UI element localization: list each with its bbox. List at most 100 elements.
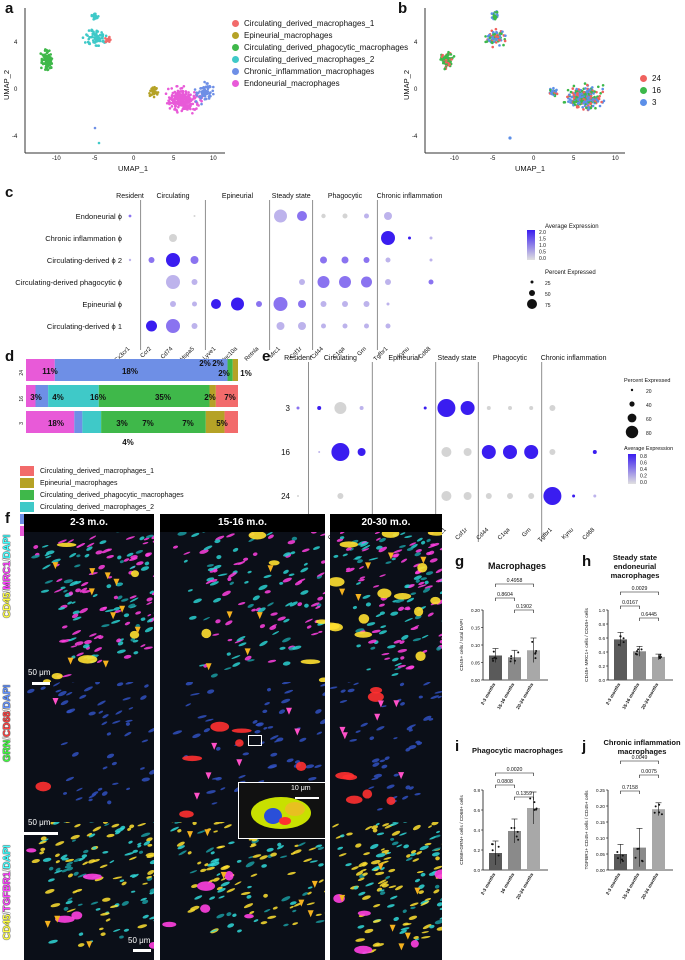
scale-bar-row2-label: 50 μm [28, 818, 51, 827]
micro-nucleus [376, 807, 383, 811]
umap-b-point [589, 94, 593, 98]
panel-label-g: g [455, 553, 465, 570]
y-tick-label: 0.20 [471, 608, 480, 613]
micro-nucleus [58, 691, 67, 697]
micro-nucleus [422, 924, 432, 930]
umap-b-point [495, 10, 499, 14]
micro-nucleus [120, 598, 129, 602]
umap-point-endoneurial [180, 104, 183, 107]
micro-nucleus [434, 884, 440, 889]
umap-b-point [582, 100, 586, 104]
micro-nucleus [409, 902, 419, 907]
micro-nucleus [246, 894, 252, 899]
micro-nucleus [321, 560, 325, 564]
micro-nucleus [106, 753, 115, 759]
micro-signal [415, 651, 426, 661]
micro-nucleus [106, 584, 112, 589]
micro-nucleus [281, 682, 292, 685]
stacked-bar-row-label: 24 [19, 370, 25, 376]
umap-a-legend-label: Chronic_inflammation_macrophages [244, 66, 375, 76]
micro-signal [377, 588, 392, 599]
micro-signal [268, 560, 280, 566]
data-point [534, 652, 537, 655]
umap-point-endoneurial [173, 104, 177, 108]
micro-nucleus [122, 697, 131, 701]
micro-nucleus [216, 873, 221, 876]
micro-nucleus [242, 752, 250, 756]
micro-nucleus [423, 715, 432, 721]
umap-point-circ2 [101, 40, 105, 43]
bar-h-title-1: Steady state [612, 553, 658, 562]
micro-nucleus [423, 682, 431, 686]
micro-nucleus [340, 834, 345, 838]
micro-nucleus [429, 558, 438, 563]
pct-exp-tick-e: 40 [646, 403, 652, 409]
dot-mark [385, 257, 391, 263]
micro-nucleus [380, 848, 385, 851]
scale-bar-row3-label: 50 μm [128, 936, 151, 945]
umap-b-point [578, 92, 582, 96]
umap-b-xtick-2: 0 [532, 156, 536, 162]
micro-signal [35, 781, 52, 792]
micro-nucleus [395, 885, 403, 891]
micro-nucleus [413, 936, 419, 940]
micro-nucleus [117, 555, 122, 560]
micro-nucleus [92, 846, 97, 850]
micro-nucleus [332, 823, 339, 828]
micro-nucleus [276, 737, 284, 742]
micro-nucleus [133, 651, 139, 655]
data-point [640, 648, 643, 651]
micro-nucleus [310, 602, 320, 607]
arrowhead-icon [44, 920, 51, 928]
umap-point-circ2 [93, 15, 96, 19]
micro-nucleus [382, 823, 390, 827]
micro-nucleus [381, 849, 390, 854]
micro-nucleus [379, 889, 385, 892]
umap-point-epineurial [148, 92, 151, 95]
arrowhead-icon [220, 871, 227, 879]
micro-nucleus [384, 756, 390, 761]
dot-row-label: 24 [281, 492, 290, 501]
micro-nucleus [314, 764, 322, 768]
data-point [533, 808, 536, 811]
umap-point-chronic [194, 100, 198, 103]
dot-mark [364, 323, 369, 329]
y-axis-label: TGFBR1+ CD45+ cells / CD45+ cells [584, 790, 590, 870]
micro-nucleus [55, 867, 61, 872]
micro-nucleus [379, 574, 386, 577]
micro-nucleus [420, 935, 431, 939]
micro-nucleus [308, 776, 317, 781]
micro-nucleus [226, 533, 235, 538]
micrograph-r3-c2 [160, 822, 325, 960]
micro-nucleus [424, 897, 432, 902]
micro-signal [130, 570, 139, 578]
umap-b-legend-swatch [640, 86, 647, 94]
micro-nucleus [106, 555, 114, 559]
umap-a-legend-swatch [232, 31, 239, 39]
micro-nucleus [147, 843, 153, 847]
dot-mark [211, 299, 221, 309]
stacked-bar-pct-label: 7% [142, 419, 154, 428]
micro-nucleus [324, 888, 325, 893]
micro-nucleus [115, 532, 125, 533]
micro-nucleus [130, 890, 136, 893]
micro-nucleus [262, 709, 268, 714]
x-category-label: 2-3 months [605, 682, 622, 706]
micro-nucleus [93, 634, 102, 640]
micro-nucleus [125, 682, 134, 685]
micro-nucleus [415, 549, 422, 553]
dot-mark [386, 302, 390, 306]
micro-nucleus [66, 691, 73, 696]
micro-nucleus [191, 884, 198, 889]
micro-nucleus [206, 790, 216, 794]
data-point [640, 859, 643, 862]
arrowhead-icon [341, 732, 348, 740]
panel-label-j: j [582, 738, 587, 755]
umap-point-circ1 [105, 38, 109, 42]
micro-nucleus [346, 832, 353, 836]
micro-nucleus [217, 573, 228, 577]
umap-point-circ2 [97, 44, 101, 48]
stacked-bar-segment [35, 385, 49, 407]
micro-nucleus [263, 908, 271, 913]
arrowhead-icon [89, 568, 96, 576]
